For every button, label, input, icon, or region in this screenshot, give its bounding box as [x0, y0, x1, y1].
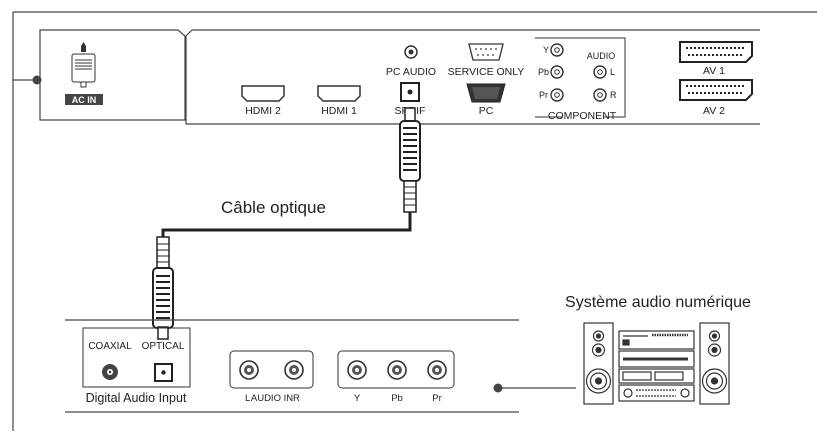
ac-in-port	[65, 42, 103, 105]
coaxial-jack	[102, 364, 118, 380]
receiver-back-panel	[65, 319, 519, 413]
pc-audio-jack	[404, 45, 418, 59]
optical-label: OPTICAL	[142, 341, 185, 352]
component-pb-label: Pb	[538, 67, 549, 77]
pc-vga-port	[466, 83, 506, 103]
component-y-label: Y	[543, 45, 549, 55]
component-label: COMPONENT	[548, 110, 617, 122]
av2-label: AV 2	[703, 105, 725, 117]
pc-label: PC	[479, 105, 494, 117]
optical-cable	[152, 107, 421, 340]
audio-l-label: L	[610, 67, 615, 77]
receiver-pb-label: Pb	[391, 393, 403, 404]
ac-in-pointer	[13, 75, 42, 85]
ac-in-label: AC IN	[72, 95, 97, 105]
hdmi2-label: HDMI 2	[245, 105, 281, 117]
audio-r-label: R	[610, 90, 617, 100]
hdmi2-port	[241, 85, 285, 102]
receiver-pr-label: Pr	[432, 393, 442, 404]
av1-scart-port	[679, 41, 753, 63]
digital-audio-input-label: Digital Audio Input	[86, 391, 187, 405]
system-label: Système audio numérique	[565, 294, 751, 311]
audio-in-l-label: L	[245, 393, 250, 404]
component-group	[535, 37, 626, 118]
av2-scart-port	[679, 79, 753, 101]
hdmi1-port	[317, 85, 361, 102]
component-pr-label: Pr	[539, 90, 548, 100]
spdif-port	[400, 82, 420, 102]
outer-frame	[12, 11, 817, 431]
hdmi1-label: HDMI 1	[321, 105, 357, 117]
component-in-jacks	[347, 360, 447, 380]
receiver-y-label: Y	[354, 393, 361, 404]
av1-label: AV 1	[703, 65, 725, 77]
audio-in-jacks	[239, 360, 304, 380]
stereo-system-illustration	[583, 322, 730, 405]
system-pointer	[493, 383, 576, 393]
audio-in-r-label: R	[293, 393, 300, 404]
service-only-label: SERVICE ONLY	[448, 66, 525, 78]
service-port	[468, 43, 504, 61]
cable-label: Câble optique	[221, 198, 326, 217]
audio-label: AUDIO	[587, 51, 616, 61]
pc-audio-label: PC AUDIO	[386, 66, 436, 78]
audio-in-label: AUDIO IN	[251, 393, 293, 404]
optical-jack	[154, 363, 173, 382]
coaxial-label: COAXIAL	[88, 341, 132, 352]
